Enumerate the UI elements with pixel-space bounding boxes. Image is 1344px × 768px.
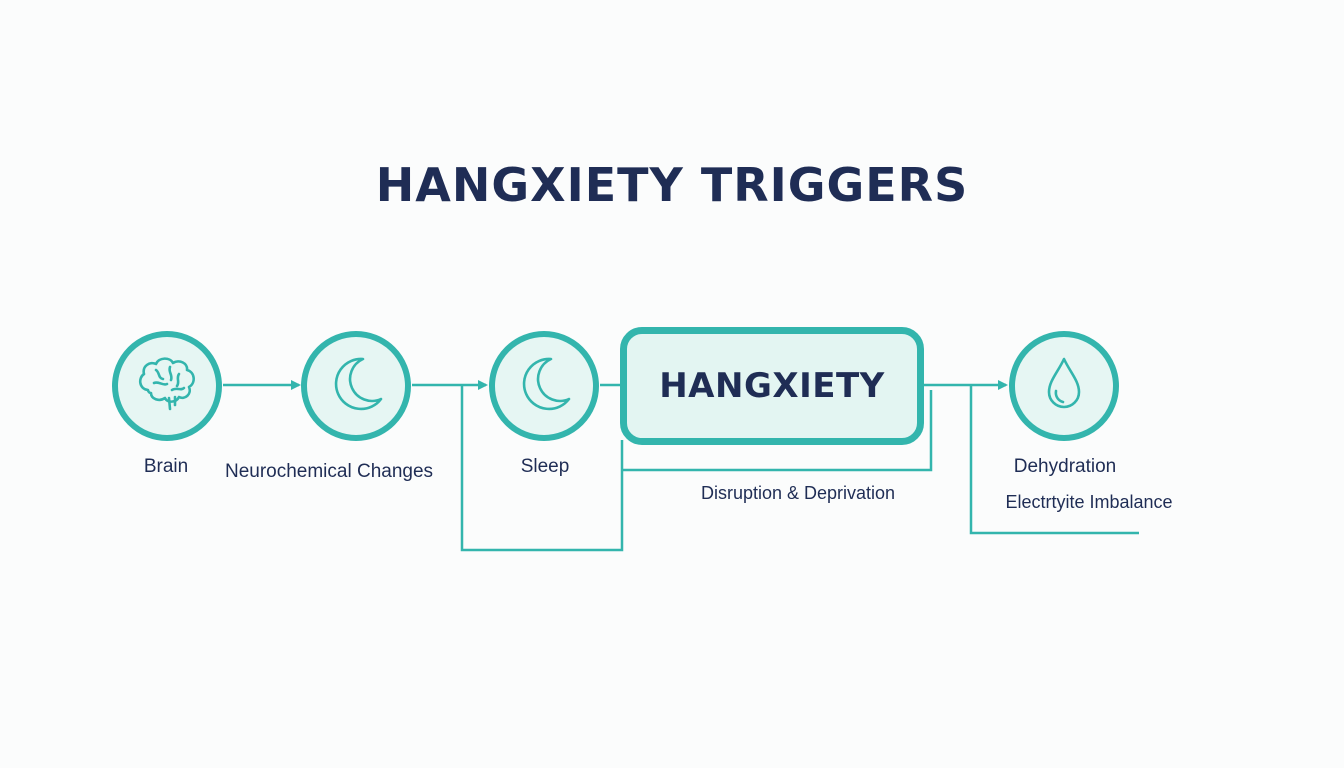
moon-icon <box>327 355 385 418</box>
sleep-label: Sleep <box>520 456 570 477</box>
electrolyte-label: Electrtyite Imbalance <box>1005 492 1173 512</box>
hub-label: HANGXIETY <box>659 366 885 406</box>
bracket-hub-loop <box>622 390 933 472</box>
brain-icon <box>134 354 200 419</box>
brain-label: Brain <box>143 456 189 477</box>
hangxiety-hub: HANGXIETY <box>620 327 924 445</box>
brain-node <box>112 331 222 441</box>
moon-icon <box>515 355 573 418</box>
diagram-title: HANGXIETY TRIGGERS <box>375 158 969 212</box>
dehydration-label: Dehydration <box>1013 456 1117 477</box>
dehydration-node <box>1009 331 1119 441</box>
bracket-sleep-loop <box>460 385 624 552</box>
neurochemical-label: Neurochemical Changes <box>224 461 434 482</box>
water-drop-icon <box>1044 356 1084 417</box>
bracket-dehydration <box>969 385 1139 535</box>
neurochemical-node <box>301 331 411 441</box>
disruption-label: Disruption & Deprivation <box>700 483 896 503</box>
sleep-node <box>489 331 599 441</box>
